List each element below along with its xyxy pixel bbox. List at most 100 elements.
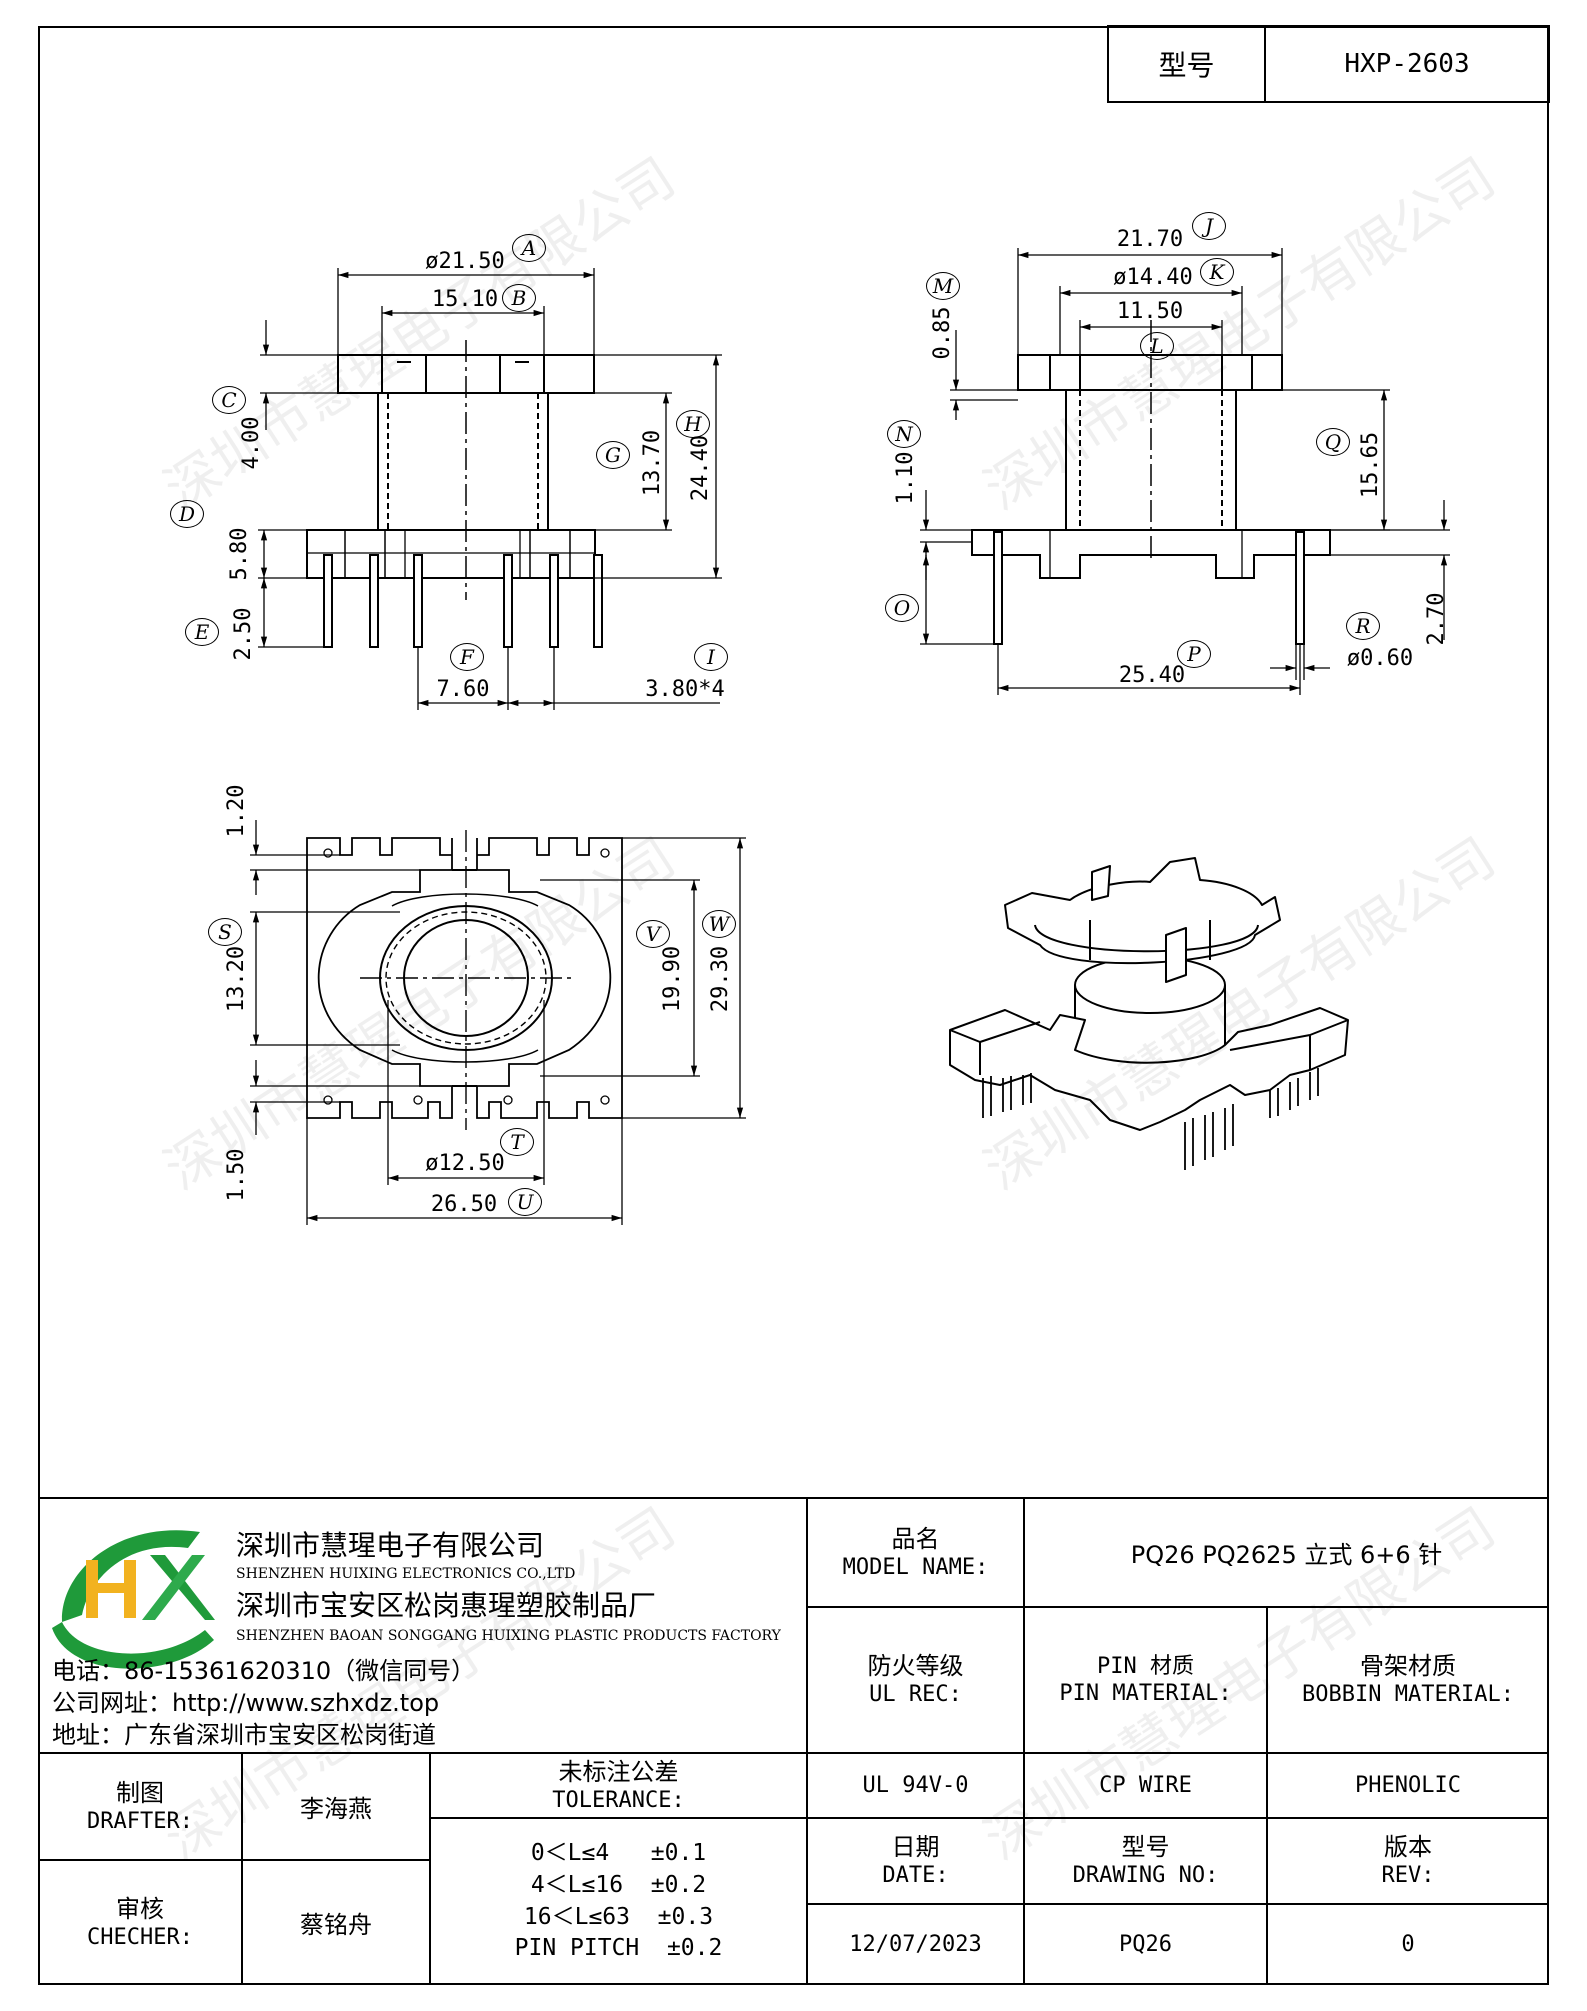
- dim-d-value: 5.80: [226, 527, 252, 581]
- tolerance-row-3: 16＜L≤63 ±0.3: [523, 1903, 714, 1930]
- revision-value: 0: [1401, 1932, 1415, 1957]
- dim-u-value: 26.50: [430, 1191, 498, 1217]
- dim-q-tag: Q: [1316, 428, 1350, 456]
- pin-material-label-en: PIN MATERIAL:: [1059, 1681, 1232, 1706]
- dim-e-tag: E: [185, 618, 219, 646]
- type-label: 型号: [1158, 49, 1215, 82]
- checker-label-en: CHECHER:: [87, 1924, 193, 1950]
- date-label-cn: 日期: [891, 1833, 940, 1862]
- front-view: [258, 268, 722, 710]
- title-block-grid: [38, 1497, 1549, 1985]
- dim-h-tag: H: [676, 410, 710, 438]
- bobbin-material-label-cn: 骨架材质: [1360, 1652, 1456, 1681]
- bobbin-material-label: 骨架材质 BOBBIN MATERIAL:: [1267, 1607, 1549, 1753]
- factory-name-cn: 深圳市宝安区松岗惠瑆塑胶制品厂: [236, 1589, 657, 1622]
- pin-material-label-cn: PIN 材质: [1097, 1653, 1194, 1679]
- drafter-label-en: DRAFTER:: [87, 1808, 193, 1834]
- date-label-en: DATE:: [882, 1863, 949, 1889]
- drafter-label: 制图 DRAFTER:: [38, 1753, 242, 1860]
- pin-material-value: CP WIRE: [1099, 1773, 1192, 1798]
- type-value: HXP-2603: [1344, 49, 1470, 79]
- drawing-no-label-en: DRAWING NO:: [1072, 1863, 1219, 1889]
- company-address: 地址：广东省深圳市宝安区松岗街道: [52, 1720, 436, 1749]
- tolerance-row-1: 0＜L≤4 ±0.1: [530, 1840, 707, 1867]
- dim-f-tag: F: [450, 643, 484, 671]
- drawing-no-value: PQ26: [1119, 1932, 1172, 1957]
- company-website[interactable]: 公司网址：http://www.szhxdz.top: [52, 1688, 440, 1717]
- dim-l-tag: L: [1140, 332, 1174, 360]
- drafter-value: 李海燕: [300, 1795, 372, 1823]
- dim-j-tag: J: [1192, 212, 1226, 240]
- model-name-label: 品名 MODEL NAME:: [807, 1498, 1024, 1607]
- dim-t-tag: T: [500, 1128, 534, 1156]
- company-logo: [52, 1530, 215, 1669]
- dim-e-value: 2.50: [230, 607, 256, 661]
- dim-n-value: 1.10: [892, 451, 918, 505]
- dim-o-value: 2.70: [1423, 592, 1449, 646]
- dim-a-value: ø21.50: [425, 248, 505, 274]
- model-name-value: PQ26 PQ2625 立式 6+6 针: [1130, 1541, 1443, 1569]
- top-view: [250, 820, 746, 1225]
- drawing-no-label: 型号 DRAWING NO:: [1024, 1818, 1267, 1904]
- dim-d-tag: D: [170, 500, 204, 528]
- dim-l-value: 11.50: [1116, 298, 1184, 324]
- fire-rating-label-en: UL REC:: [869, 1682, 962, 1708]
- dim-i-tag: I: [694, 643, 728, 671]
- company-phone: 电话：86-15361620310（微信同号）: [52, 1656, 476, 1685]
- revision-label-cn: 版本: [1384, 1833, 1432, 1862]
- dim-f-value: 7.60: [436, 676, 490, 702]
- dim-a-tag: A: [512, 234, 546, 262]
- model-name-label-cn: 品名: [891, 1524, 940, 1553]
- tolerance-label: 未标注公差 TOLERANCE:: [430, 1753, 807, 1818]
- dim-s-value: 13.20: [223, 945, 249, 1013]
- dim-120-value: 1.20: [223, 784, 249, 838]
- drawing-frame: [38, 26, 1549, 1985]
- dim-s-tag: S: [208, 918, 242, 946]
- header-box: [1107, 25, 1550, 103]
- date-value: 12/07/2023: [849, 1932, 982, 1957]
- tolerance-row-2: 4＜L≤16 ±0.2: [530, 1871, 707, 1898]
- dim-v-tag: V: [636, 920, 670, 948]
- dim-g-value: 13.70: [639, 429, 665, 497]
- company-name-en: SHENZHEN HUIXING ELECTRONICS CO.,LTD: [236, 1566, 576, 1582]
- dim-j-value: 21.70: [1116, 226, 1184, 252]
- dim-i-value: 3.80*4: [645, 676, 725, 702]
- model-name-label-en: MODEL NAME:: [842, 1554, 989, 1580]
- dim-r-value: ø0.60: [1346, 645, 1414, 671]
- dim-p-tag: P: [1177, 640, 1211, 668]
- dim-150-value: 1.50: [223, 1148, 249, 1202]
- revision-label-en: REV:: [1381, 1863, 1435, 1889]
- dim-u-tag: U: [508, 1188, 542, 1216]
- tolerance-label-cn: 未标注公差: [558, 1757, 679, 1786]
- dim-c-value: 4.00: [238, 416, 264, 470]
- dim-c-tag: C: [212, 386, 246, 414]
- dim-k-tag: K: [1200, 258, 1234, 286]
- side-view: [920, 248, 1450, 695]
- dim-m-tag: M: [926, 272, 960, 300]
- dim-g-tag: G: [596, 441, 630, 469]
- fire-rating-value: UL 94V-0: [862, 1773, 969, 1798]
- checker-value: 蔡铭舟: [300, 1911, 372, 1939]
- tolerance-label-en: TOLERANCE:: [552, 1787, 685, 1813]
- dim-v-value: 19.90: [659, 945, 685, 1013]
- dim-b-value: 15.10: [431, 286, 499, 312]
- dim-q-value: 15.65: [1357, 431, 1383, 499]
- dim-r-tag: R: [1346, 612, 1380, 640]
- checker-label-cn: 审核: [116, 1894, 164, 1923]
- dim-w-value: 29.30: [707, 945, 733, 1013]
- dim-k-value: ø14.40: [1113, 264, 1193, 290]
- dim-o-tag: O: [885, 594, 919, 622]
- bobbin-material-label-en: BOBBIN MATERIAL:: [1302, 1682, 1514, 1708]
- company-name-cn: 深圳市慧瑆电子有限公司: [236, 1529, 545, 1562]
- dim-h-value: 24.40: [687, 434, 713, 502]
- dim-n-tag: N: [887, 420, 921, 448]
- checker-label: 审核 CHECHER:: [38, 1860, 242, 1985]
- date-label: 日期 DATE:: [807, 1818, 1024, 1904]
- factory-name-en: SHENZHEN BAOAN SONGGANG HUIXING PLASTIC …: [236, 1628, 781, 1644]
- drafter-label-cn: 制图: [116, 1778, 164, 1807]
- dim-t-value: ø12.50: [425, 1150, 505, 1176]
- tolerance-values: 0＜L≤4 ±0.1 4＜L≤16 ±0.2 16＜L≤63 ±0.3 PIN …: [430, 1818, 807, 1985]
- bobbin-material-value: PHENOLIC: [1355, 1773, 1461, 1798]
- revision-label: 版本 REV:: [1267, 1818, 1549, 1904]
